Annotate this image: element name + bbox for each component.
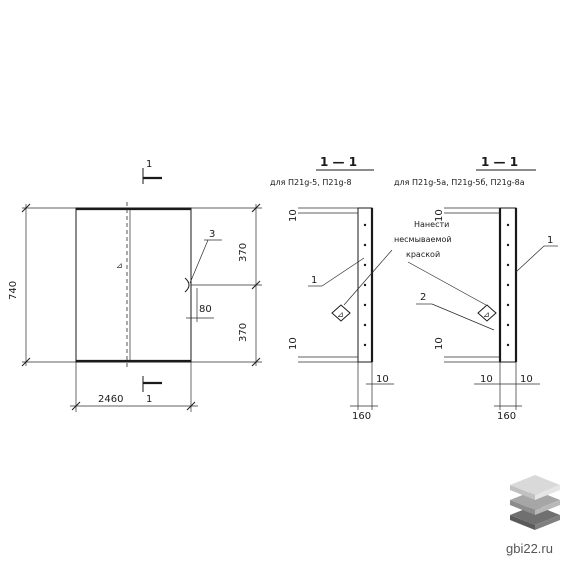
section-mark-bottom: 1	[146, 394, 152, 405]
joint-mark: ⊿	[116, 261, 123, 270]
note-leader-right	[407, 261, 487, 306]
section-right-dim-bottom: 10	[434, 337, 445, 350]
dim-tick-2	[21, 357, 31, 367]
section-right-dim-width: 160	[497, 411, 516, 422]
marking-note: Нанести несмываемой краской	[343, 220, 487, 306]
section-right-callout-1: 1	[547, 235, 553, 246]
section-left-marking-glyph: ⊿	[337, 310, 344, 319]
stacked-slabs-icon	[510, 475, 560, 530]
dim-lower-half: 370	[238, 323, 249, 342]
section-left-rebar-dots	[363, 223, 367, 347]
section-left-dim-width: 160	[352, 411, 371, 422]
section-right-rebar-dots	[506, 223, 510, 347]
section-left-title: 1 — 1	[320, 155, 357, 169]
dim-tick-1	[21, 203, 31, 213]
section-right-dim-top: 10	[434, 209, 445, 222]
note-line-1: Нанести	[414, 220, 449, 229]
dim-tick-4	[186, 401, 196, 411]
note-line-3: краской	[406, 250, 440, 259]
dim-height-total: 740	[8, 281, 19, 300]
section-left-dim-bottom: 10	[288, 337, 299, 350]
note-leader-left	[343, 249, 393, 306]
section-right-callout-2-leader	[431, 303, 495, 331]
section-right-caption: для П21g-5а, П21g-5б, П21g-8а	[394, 178, 525, 187]
section-right-marking-diamond	[477, 304, 497, 322]
section-right: 1 — 1 для П21g-5а, П21g-5б, П21g-8а 10 1…	[394, 155, 558, 422]
section-left-dim-top: 10	[288, 209, 299, 222]
dim-upper-half: 370	[238, 243, 249, 262]
section-right-dim-left: 10	[480, 374, 493, 385]
dim-width-total: 2460	[98, 394, 123, 405]
dim-tick-5	[251, 203, 261, 213]
slab-outline	[75, 207, 192, 363]
dim-tick-3	[71, 401, 81, 411]
section-left-callout-1-leader	[321, 257, 365, 287]
watermark-text: gbi22.ru	[506, 541, 553, 556]
section-right-dim-right: 10	[520, 374, 533, 385]
section-left-dim-right: 10	[376, 374, 389, 385]
section-left-marking-diamond	[331, 304, 351, 322]
section-right-marking-glyph: ⊿	[483, 310, 490, 319]
callout-3-leader	[189, 239, 209, 284]
lifting-loop	[184, 277, 190, 293]
dim-tick-7	[251, 357, 261, 367]
section-right-title: 1 — 1	[481, 155, 518, 169]
section-left: 1 — 1 для П21g-5, П21g-8 10 10 10 160 1	[270, 155, 394, 422]
callout-3: 3	[209, 229, 215, 240]
section-right-callout-1-leader	[515, 245, 545, 273]
plan-view: ⊿ 1 1 740 2460 370 370	[8, 159, 262, 412]
dim-offset: 80	[199, 304, 212, 315]
section-left-caption: для П21g-5, П21g-8	[270, 178, 352, 187]
dim-tick-6	[251, 280, 261, 290]
section-right-callout-2: 2	[420, 292, 426, 303]
note-line-2: несмываемой	[394, 235, 452, 244]
section-left-callout-1: 1	[311, 275, 317, 286]
section-mark-top: 1	[146, 159, 152, 170]
